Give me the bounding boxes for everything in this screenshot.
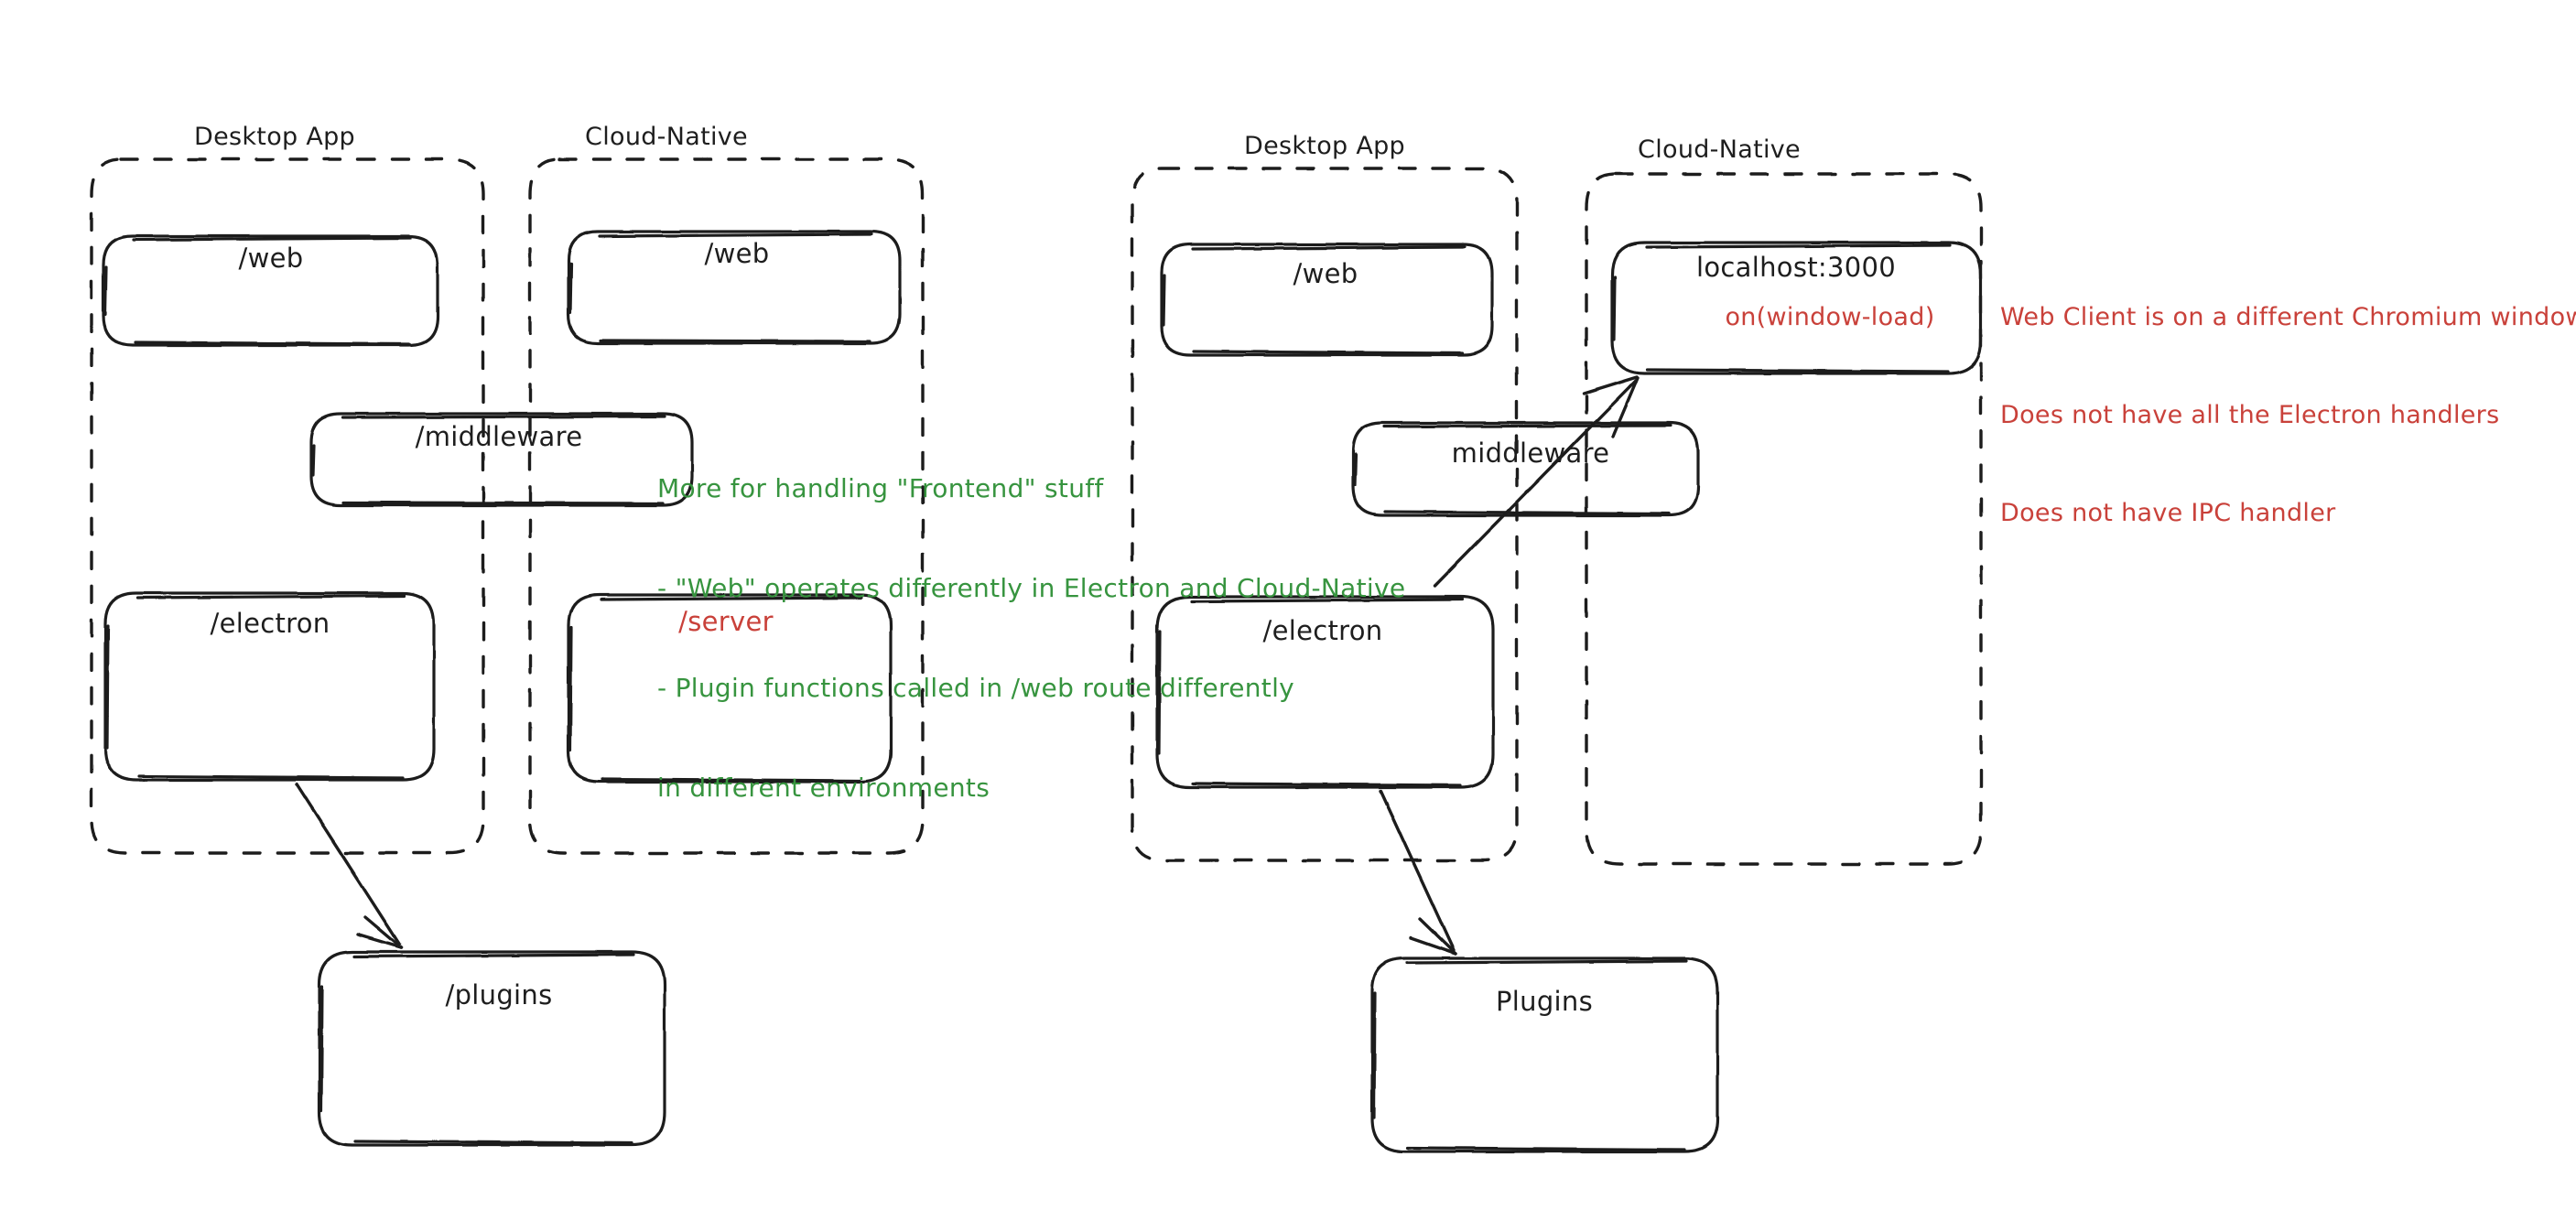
left-node-plugins-box [318, 950, 666, 1147]
right-group-title-desktop-app: Desktop App [1244, 132, 1405, 160]
right-node-label-web-desktop: /web [1293, 258, 1358, 289]
green-note-line-2: - "Web" operates differently in Electron… [657, 572, 1406, 603]
red-note-line-2: Does not have all the Electron handlers [2000, 401, 2500, 430]
red-note-line-1: Web Client is on a different Chromium wi… [2000, 303, 2576, 332]
green-note-line-1: More for handling "Frontend" stuff [657, 472, 1104, 503]
right-node-localhost-box [1610, 241, 1983, 375]
green-note-line-4: in different environments [657, 773, 990, 804]
left-group-title-cloud-native: Cloud-Native [585, 123, 748, 151]
green-note-line-3: - Plugin functions called in /web route … [657, 673, 1295, 704]
right-node-web-desktop-box [1160, 243, 1494, 357]
red-note-line-3: Does not have IPC handler [2000, 499, 2336, 527]
right-node-plugins-box [1370, 956, 1719, 1153]
right-node-label-middleware: middleware [1451, 438, 1610, 469]
left-node-server-box [567, 593, 893, 784]
left-node-label-electron: /electron [210, 608, 330, 639]
right-group-cloud-native-boundary [1585, 172, 1983, 866]
left-node-middleware-box [309, 412, 694, 507]
green-annotation-note: More for handling "Frontend" stuff - "We… [657, 405, 1405, 871]
left-node-web-desktop-box [102, 234, 439, 347]
left-group-desktop-app-boundary [90, 157, 485, 855]
right-node-electron-box [1155, 595, 1495, 789]
right-group-title-cloud-native: Cloud-Native [1638, 135, 1801, 164]
right-arrow-electron-to-plugins [1379, 789, 1457, 956]
left-node-label-plugins: /plugins [445, 979, 553, 1010]
left-arrow-electron-to-plugins [295, 783, 403, 949]
left-node-label-server: /server [678, 606, 774, 637]
left-group-cloud-native-boundary [528, 157, 925, 855]
left-node-label-middleware: /middleware [415, 421, 583, 452]
right-node-label-plugins: Plugins [1496, 986, 1593, 1017]
right-node-sublabel-on-window-load: on(window-load) [1725, 303, 1935, 331]
red-annotation-note: Web Client is on a different Chromium wi… [2000, 236, 2576, 595]
left-group-title-desktop-app: Desktop App [194, 123, 355, 151]
left-node-web-cloud-box [567, 230, 902, 345]
right-node-label-localhost: localhost:3000 [1696, 252, 1896, 283]
left-node-electron-box [103, 591, 436, 782]
left-node-label-web-cloud: /web [704, 238, 770, 269]
right-arrow-electron-to-localhost [1433, 375, 1640, 588]
right-node-label-electron: /electron [1262, 615, 1383, 646]
left-node-label-web-desktop: /web [238, 243, 304, 274]
right-group-desktop-app-boundary [1131, 167, 1519, 862]
right-node-middleware-box [1351, 421, 1700, 517]
